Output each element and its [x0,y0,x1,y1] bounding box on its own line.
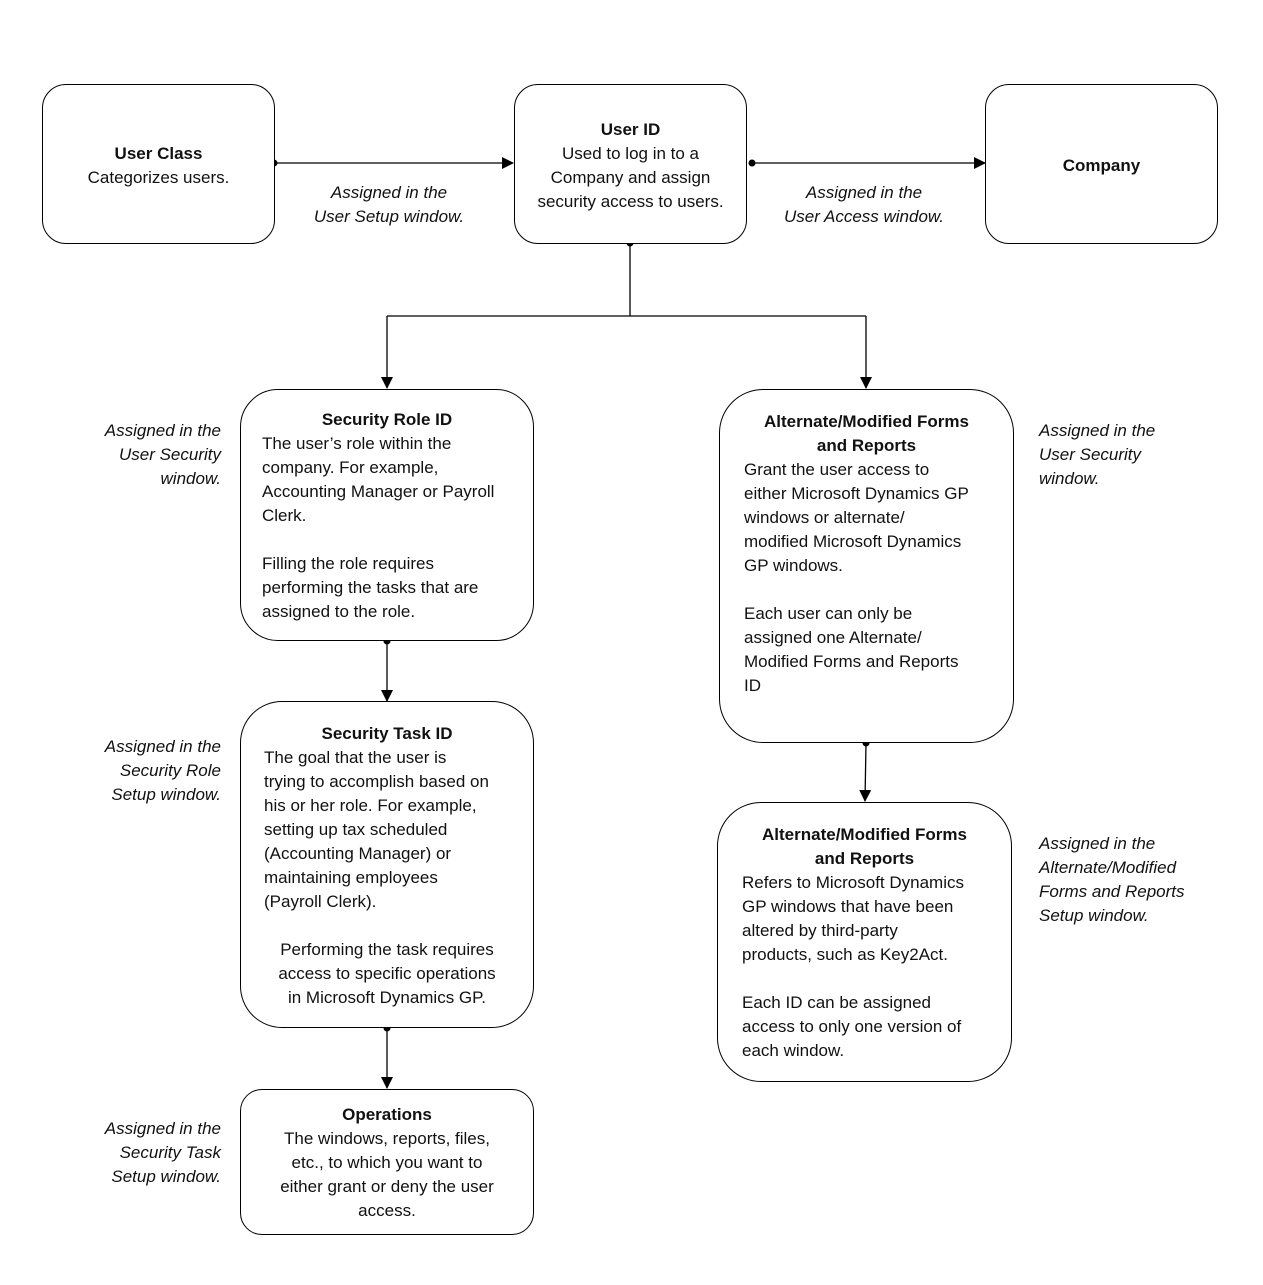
note-alt-forms-setup: Assigned in the Alternate/Modified Forms… [1039,834,1185,925]
note-security-task-setup: Assigned in the Security Task Setup wind… [104,1119,221,1186]
note-user-access: Assigned in the User Access window. [784,183,944,226]
security-task-box: Security Task ID The goal that the user … [240,701,534,1028]
user-id-box: User ID Used to log in to a Company and … [514,84,747,244]
company-box: Company [985,84,1218,244]
arrow-altforms-to-altforms2 [859,742,872,802]
note-security-role-setup: Assigned in the Security Role Setup wind… [104,737,221,804]
security-task-title: Security Task ID [321,724,453,743]
operations-box: Operations The windows, reports, files, … [240,1089,534,1235]
user-class-title: User Class [114,144,203,163]
security-role-title: Security Role ID [321,410,453,429]
alt-forms-setup-box: Alternate/Modified Forms and Reports Ref… [717,802,1012,1082]
alt-forms-title: Alternate/Modified Forms and Reports [764,412,969,455]
operations-description: The windows, reports, files, etc., to wh… [280,1129,494,1220]
security-task-description: The goal that the user is trying to acco… [264,748,489,911]
operations-title: Operations [342,1105,432,1124]
user-class-box: User Class Categorizes users. [42,84,275,244]
security-role-box: Security Role ID The user’s role within … [240,389,534,641]
security-role-description: The user’s role within the company. For … [262,434,495,621]
user-class-description: Categorizes users. [87,168,230,187]
user-id-description: Used to log in to a Company and assign s… [537,144,724,211]
note-user-security-left: Assigned in the User Security window. [104,421,221,488]
alt-forms-box: Alternate/Modified Forms and Reports Gra… [719,389,1014,743]
security-task-description-2: Performing the task requires access to s… [278,940,496,1007]
alt-forms-setup-description: Refers to Microsoft Dynamics GP windows … [742,873,964,1060]
alt-forms-setup-title: Alternate/Modified Forms and Reports [762,825,967,868]
alt-forms-description: Grant the user access to either Microsof… [744,460,969,695]
user-id-title: User ID [600,120,661,139]
note-user-security-right: Assigned in the User Security window. [1039,421,1156,488]
company-title: Company [1062,156,1141,175]
note-user-setup: Assigned in the User Setup window. [313,183,465,226]
